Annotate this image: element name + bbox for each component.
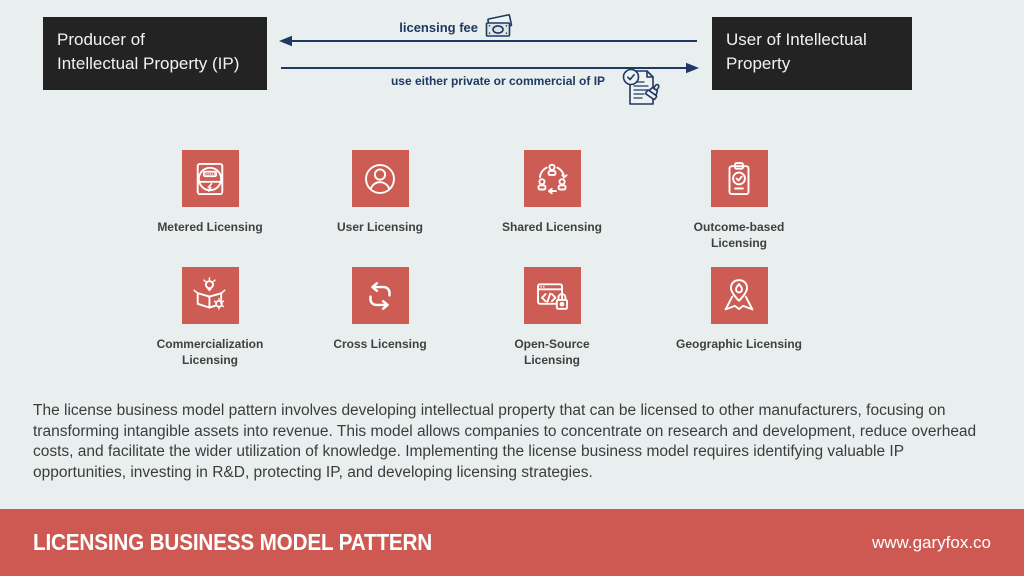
tile-label: Cross Licensing [333, 337, 427, 351]
footer-website: www.garyfox.co [871, 532, 991, 552]
user-box: User of Intellectual Property [712, 17, 912, 90]
tile-cell-commercialization-licensing: Commercialization Licensing [135, 267, 285, 368]
tile-cell-open-source-licensing: Open-Source Licensing [477, 267, 627, 368]
producer-box: Producer of Intellectual Property (IP) [43, 17, 267, 90]
contract-stamp-icon [622, 68, 660, 105]
use-ip-label: use either private or commercial of IP [390, 74, 606, 88]
tile-cell-geographic-licensing: Geographic Licensing [664, 267, 814, 353]
tile-square [181, 150, 239, 207]
tile-cell-cross-licensing: Cross Licensing [305, 267, 455, 353]
tile-label: User Licensing [336, 220, 424, 234]
user-icon [365, 163, 395, 194]
tile-cell-user-licensing: User Licensing [305, 150, 455, 236]
tile-cell-shared-licensing: Shared Licensing [477, 150, 627, 236]
banknotes-icon [485, 14, 513, 37]
tile-square [351, 150, 409, 207]
shared-people-icon [537, 163, 568, 194]
tile-square [710, 150, 768, 207]
map-pin-icon [724, 278, 754, 310]
footer-title: LICENSING BUSINESS MODEL PATTERN [33, 529, 433, 555]
tile-label: Shared Licensing [501, 220, 603, 234]
footer-bar: LICENSING BUSINESS MODEL PATTERN www.gar… [0, 509, 1024, 576]
tile-cell-outcome-based-licensing: Outcome-based Licensing [664, 150, 814, 251]
tile-square [181, 267, 239, 324]
clipboard-check-icon [728, 161, 750, 195]
description-paragraph: The license business model pattern invol… [33, 402, 977, 481]
tile-label: Outcome-based Licensing [693, 220, 785, 250]
tile-label: Metered Licensing [157, 220, 263, 234]
tile-square [351, 267, 409, 324]
box-idea-gear-icon [193, 276, 226, 310]
tile-square [710, 267, 768, 324]
tile-label: Commercialization Licensing [156, 337, 264, 367]
tile-label: Open-Source Licensing [514, 337, 590, 367]
tile-cell-metered-licensing: Metered Licensing [135, 150, 285, 236]
tile-square [523, 267, 581, 324]
tile-square [523, 150, 581, 207]
tile-label: Geographic Licensing [675, 337, 803, 351]
code-lock-icon [537, 282, 569, 310]
cycle-arrows-icon [369, 281, 391, 310]
licensing-fee-label: licensing fee [399, 20, 478, 35]
meter-icon [196, 162, 224, 195]
